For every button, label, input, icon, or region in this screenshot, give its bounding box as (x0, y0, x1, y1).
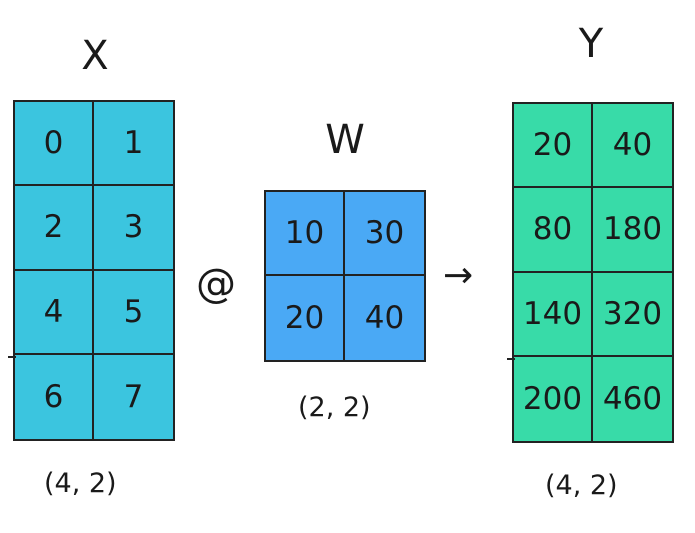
matrix-x-cell: 7 (123, 378, 144, 415)
matrix-y-cell: 140 (514, 272, 593, 357)
matrix-y-row-tick (507, 358, 515, 360)
matrix-w-cell: 30 (345, 192, 424, 276)
matrix-x-cell: 6 (15, 354, 94, 439)
matrix-w-shape: (2, 2) (298, 392, 371, 423)
matrix-x-cell: 1 (94, 102, 173, 187)
matrix-y-cell: 200 (514, 356, 593, 441)
matrix-x-cell: 2 (15, 186, 94, 271)
matrix-x-cell: 5 (94, 271, 173, 355)
matrix-y-cell: 20 (514, 104, 593, 189)
matrix-y-cell: 320 (593, 273, 672, 357)
matrix-y-cell: 460 (602, 380, 663, 417)
matrix-w-cell: 20 (266, 276, 345, 360)
matrix-y-cell: 180 (593, 188, 672, 273)
matrix-y-cell: 80 (514, 188, 593, 273)
matrix-x-label: X (81, 33, 109, 79)
matmul-operator: @ (196, 261, 236, 307)
matrix-x-cell: 0 (15, 102, 94, 187)
matrix-y-shape: (4, 2) (545, 470, 618, 501)
matrix-y-label: Y (578, 21, 604, 67)
matrix-w-cell: 10 (266, 192, 345, 276)
arrow-icon: → (443, 255, 474, 296)
matrix-x-shape: (4, 2) (44, 468, 117, 499)
matrix-x-cell: 4 (15, 270, 94, 355)
matrix-x-row-tick (8, 356, 16, 358)
matrix-x-cell: 3 (94, 186, 173, 271)
matrix-w-label: W (325, 117, 365, 163)
matrix-w-cell: 40 (364, 300, 405, 336)
matrix-y-cell: 40 (593, 104, 672, 189)
